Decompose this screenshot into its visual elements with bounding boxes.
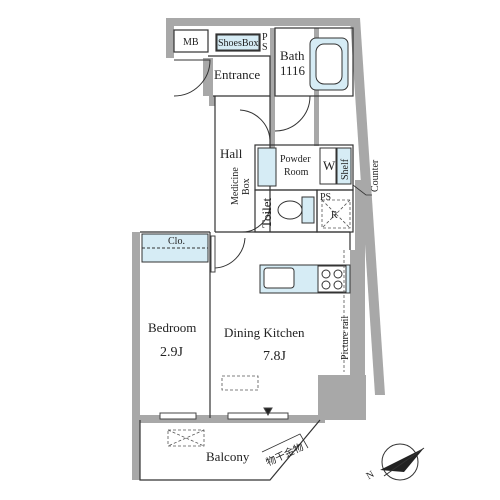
bath-size-label: 1116 [280,63,306,78]
shelf-label: Shelf [340,158,351,180]
bath-label: Bath [280,48,305,63]
powder-room-label: Powder [280,154,311,165]
shoes-box-fixture [216,34,260,51]
door-swings [173,59,311,269]
refrigerator-label: R [331,210,338,221]
entrance-door [173,59,211,97]
balcony-label: Balcony [206,449,250,464]
shelf-fixture [336,147,352,185]
washer-fixture [319,147,337,185]
bedroom-label: Bedroom [148,320,196,335]
stove [317,265,347,293]
hall-label: Hall [220,146,243,161]
windows [159,235,289,420]
ps-top-label-2: S [262,42,268,53]
counter-label: Counter [370,159,381,192]
north-label: N [365,469,377,482]
ps-top-label: P [262,32,268,43]
fixtures [141,34,352,294]
medicine-box-label: Medicine [230,167,241,205]
counter-leader [352,184,372,196]
closet-label: Clo. [168,236,185,247]
toilet-tank [301,196,315,224]
compass-needle [380,448,424,472]
kitchen-window [227,412,289,420]
dining-kitchen-size-label: 7.8J [263,349,287,364]
compass: N [365,443,425,482]
kitchen-door [214,236,246,269]
toilet-door [241,204,271,233]
bedroom-size-label: 2.9J [160,345,184,360]
toilet-bowl [277,200,303,220]
kitchen-side-window [210,235,216,273]
picture-rail-label: Picture rail [340,316,351,360]
bath-door [274,95,311,132]
dining-kitchen-label: Dining Kitchen [224,325,305,340]
shoes-box-label: ShoesBox [218,38,259,49]
bedroom-window [159,412,197,420]
medicine-box-label-2: Box [241,178,252,195]
powder-room-label-2: Room [284,167,309,178]
storage-label: 物干金物 [264,440,306,469]
storage-bracket [261,433,309,453]
kitchen-sink [263,267,295,289]
ps-mid-label: PS [320,192,331,203]
hall-door [239,108,271,141]
dashed-areas [167,199,351,447]
compass-ring [381,443,419,481]
entrance-label: Entrance [214,67,260,82]
washer-label: W [323,158,336,173]
toilet-label: Toilet [259,197,274,228]
washbasin [257,147,277,187]
window-marker [263,407,273,417]
mb-label: MB [183,37,199,48]
